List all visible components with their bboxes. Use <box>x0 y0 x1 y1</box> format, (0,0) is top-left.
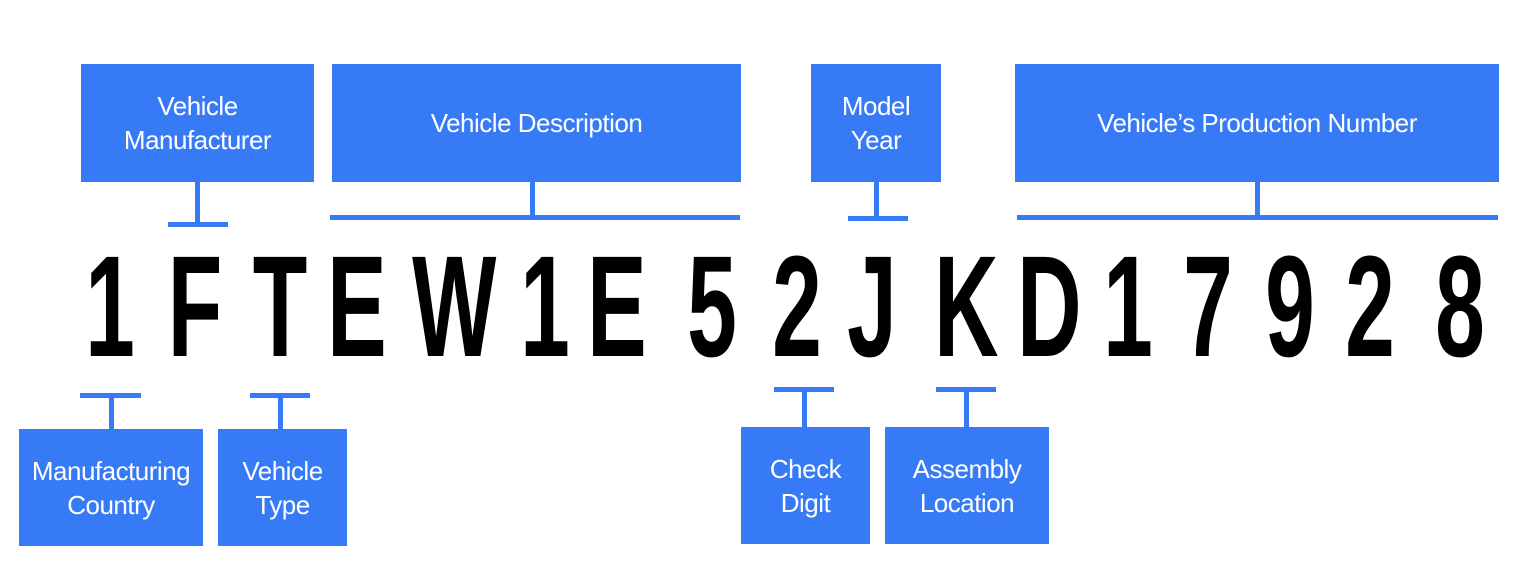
vin-character: W <box>412 226 497 387</box>
vin-character: 1 <box>520 226 570 387</box>
bracket <box>168 222 228 227</box>
label-text: Assembly Location <box>912 453 1022 518</box>
label-production-number: Vehicle’s Production Number <box>1015 64 1499 182</box>
vin-character: F <box>167 226 223 387</box>
connector <box>964 389 969 427</box>
label-text: Vehicle Manufacturer <box>123 91 272 155</box>
connector <box>195 182 200 224</box>
label-model-year: Model Year <box>811 64 941 182</box>
vin-character: 5 <box>687 226 737 387</box>
label-manufacturing-country: Manufacturing Country <box>19 429 203 546</box>
connector <box>874 182 879 218</box>
vin-character: K <box>934 226 999 387</box>
vin-character: 2 <box>772 226 822 387</box>
vin-character: T <box>252 226 308 387</box>
connector <box>1255 182 1260 218</box>
vin-character: 9 <box>1265 226 1315 387</box>
label-text: Vehicle’s Production Number <box>1097 108 1417 138</box>
connector <box>109 395 114 429</box>
label-text: Manufacturing Country <box>31 455 191 520</box>
label-check-digit: Check Digit <box>741 427 870 544</box>
vin-character: 2 <box>1345 226 1395 387</box>
label-assembly-location: Assembly Location <box>885 427 1049 544</box>
label-vehicle-manufacturer: Vehicle Manufacturer <box>81 64 314 182</box>
connector <box>530 182 535 218</box>
vin-character: J <box>847 226 897 387</box>
label-vehicle-description: Vehicle Description <box>332 64 741 182</box>
label-vehicle-type: Vehicle Type <box>218 429 347 546</box>
connector <box>802 389 807 427</box>
bracket <box>1017 215 1498 220</box>
label-text: Model Year <box>841 91 911 155</box>
bracket <box>848 216 908 221</box>
label-text: Vehicle Type <box>242 455 323 520</box>
vin-character: 1 <box>1103 226 1153 387</box>
label-text: Check Digit <box>769 453 842 518</box>
vin-character: 7 <box>1183 226 1233 387</box>
vin-character: D <box>1017 226 1082 387</box>
connector <box>278 395 283 429</box>
label-text: Vehicle Description <box>430 108 643 138</box>
vin-character: 8 <box>1435 226 1485 387</box>
vin-character: E <box>587 226 647 387</box>
vin-character: E <box>327 226 387 387</box>
vin-character: 1 <box>85 226 135 387</box>
bracket <box>330 215 740 220</box>
